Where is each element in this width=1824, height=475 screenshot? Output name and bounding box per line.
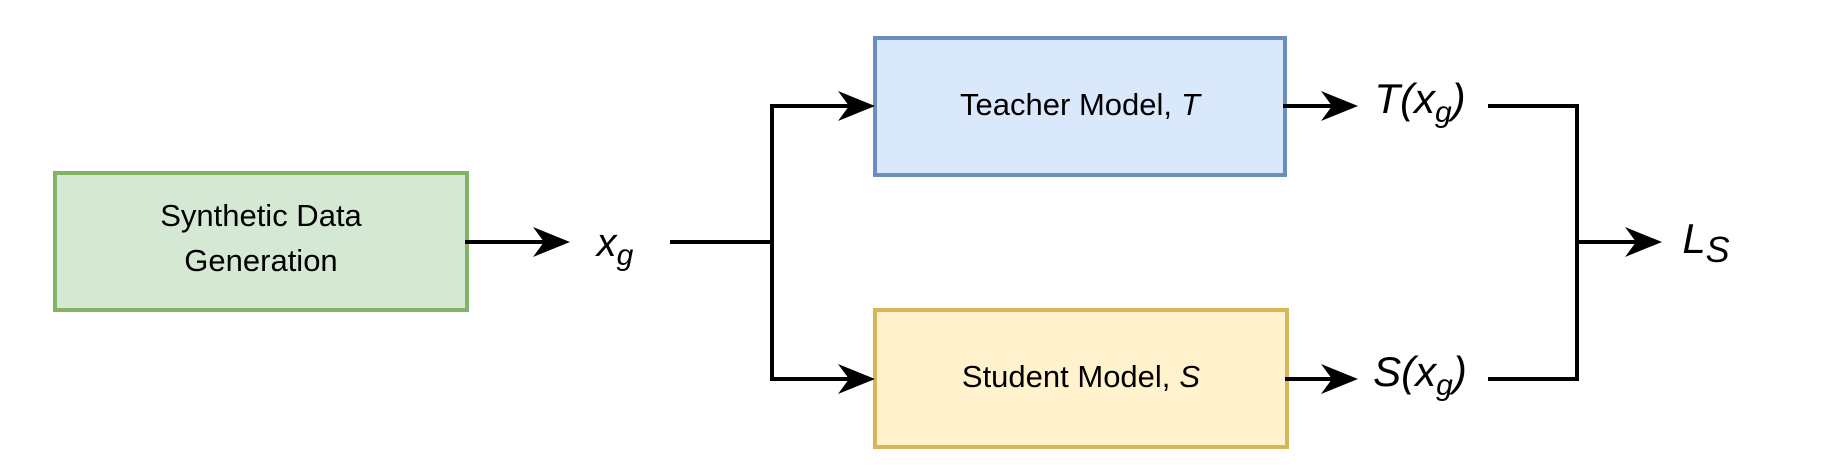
teacher-box-label-text: Teacher Model, [960,87,1172,122]
arrow-head-icon [838,364,875,394]
txg-post: ) [1447,75,1466,122]
teacher-output-label: T(xg) [1374,75,1465,129]
student-output-label: S(xg) [1373,348,1467,402]
ls-subscript: S [1706,229,1730,270]
student-model-box [873,308,1289,449]
xg-subscript: g [617,239,634,272]
teacher-symbol: T [1181,87,1202,122]
student-box-label-text: Student Model, [962,359,1171,394]
arrow-head-icon [533,227,570,257]
student-symbol: S [1179,359,1200,394]
merge-bracket-line [1488,104,1579,381]
loss-label: LS [1682,215,1729,270]
txg-pre: T(x [1374,75,1437,122]
arrow-head-icon [1625,227,1662,257]
ls-main: L [1682,215,1705,262]
xg-main: x [595,221,619,265]
txg-subscript: g [1435,96,1452,129]
student-box-label: Student Model,S [962,359,1201,394]
teacher-box-label: Teacher Model, T [960,87,1202,122]
arrow-head-icon [1321,364,1358,394]
synthetic-box-label-line1: Synthetic Data [160,198,362,233]
arrow-head-icon [1321,91,1358,121]
sxg-pre: S(x [1373,348,1438,395]
synthetic-data-generation-box [53,171,469,312]
sxg-subscript: g [1436,369,1453,402]
xg-label: xg [595,221,634,272]
sxg-post: ) [1448,348,1467,395]
teacher-model-box [873,36,1287,177]
arrow-head-icon [838,91,875,121]
synthetic-box-label-line2: Generation [184,243,337,278]
